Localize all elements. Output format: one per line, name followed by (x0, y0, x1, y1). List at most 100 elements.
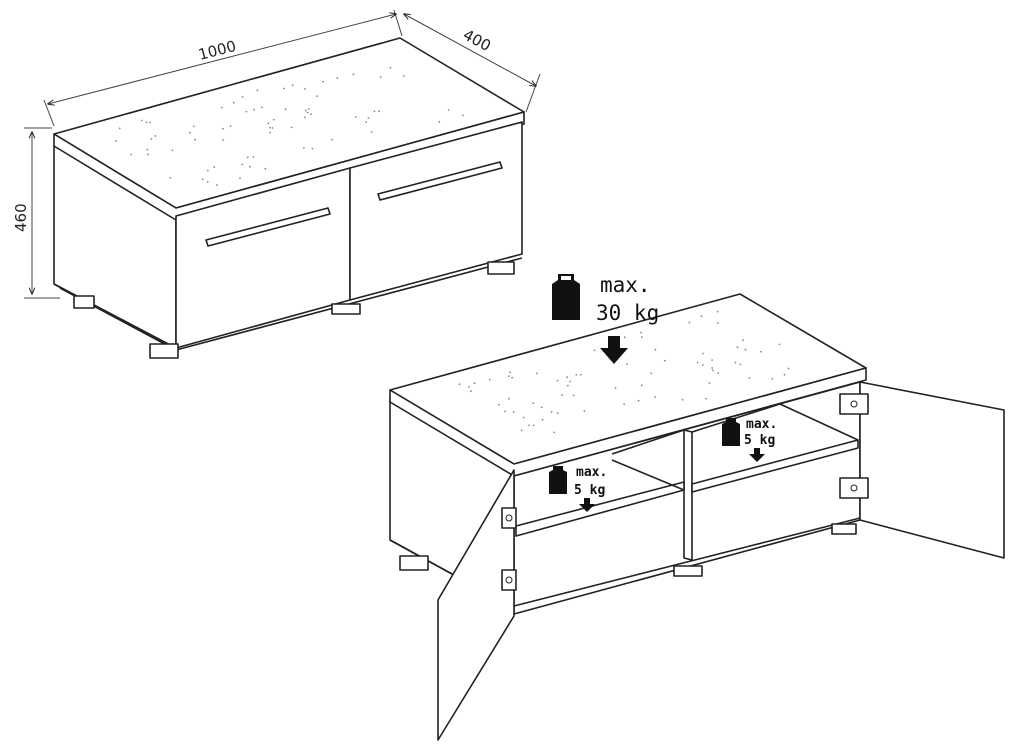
texture-dot (246, 156, 249, 159)
open-bench-foot (831, 523, 857, 535)
middle-divider (683, 429, 693, 561)
texture-dot (311, 147, 314, 150)
top-load-line1: max. (600, 273, 651, 297)
texture-dot (290, 126, 293, 129)
texture-dot (504, 410, 506, 413)
bench-top-edge (53, 111, 525, 221)
texture-dot (702, 352, 704, 355)
texture-dot (249, 165, 251, 168)
shelf-right-load-label: max. 5 kg (722, 417, 777, 462)
texture-dot (566, 376, 569, 379)
texture-dot (201, 178, 204, 181)
texture-dot (253, 108, 255, 111)
texture-dot (708, 382, 711, 384)
texture-dot (304, 116, 306, 119)
texture-dot (378, 110, 380, 113)
texture-dot (717, 372, 719, 374)
open-bench-foot (673, 565, 703, 577)
texture-dot (748, 377, 751, 379)
bench-foot (487, 261, 515, 275)
texture-dot (553, 431, 555, 434)
texture-dot (771, 377, 774, 380)
texture-dot (736, 346, 739, 349)
texture-dot (511, 376, 513, 379)
texture-dot (307, 108, 310, 110)
bench-foot (73, 295, 95, 309)
texture-dot (207, 169, 209, 172)
texture-dot (118, 127, 121, 130)
texture-dot (760, 350, 762, 353)
texture-dot (354, 116, 357, 118)
texture-dot (252, 156, 255, 158)
open-bench-top-edge (389, 367, 867, 477)
texture-dot (540, 406, 543, 409)
texture-dot (447, 109, 450, 111)
texture-dot (473, 382, 476, 385)
texture-dot (711, 359, 713, 361)
hinge-icon (501, 569, 517, 591)
texture-dot (149, 121, 151, 124)
texture-dot (304, 88, 306, 90)
texture-dot (367, 117, 370, 119)
dimension-depth-label: 400 (460, 26, 494, 55)
texture-dot (522, 416, 525, 419)
texture-dot (291, 84, 294, 87)
texture-dot (556, 379, 559, 382)
texture-dot (331, 138, 333, 141)
texture-dot (189, 131, 191, 134)
texture-dot (365, 121, 367, 123)
texture-dot (222, 127, 225, 130)
texture-dot (528, 424, 530, 427)
weight-icon (552, 274, 580, 320)
texture-dot (256, 89, 259, 92)
weight-icon (549, 466, 567, 494)
shelf-right-load-line1: max. (746, 417, 777, 432)
arrow-down-icon (600, 336, 628, 364)
texture-dot (702, 364, 704, 366)
texture-dot (787, 367, 790, 370)
texture-dot (623, 403, 625, 406)
texture-dot (264, 167, 267, 170)
texture-dot (389, 66, 392, 69)
texture-dot (783, 373, 786, 376)
texture-dot (146, 148, 149, 151)
texture-dot (241, 163, 244, 166)
shelf-right-load-line2: 5 kg (744, 433, 775, 448)
top-texture (115, 66, 464, 187)
texture-dot (509, 371, 511, 374)
texture-dot (269, 126, 271, 129)
texture-dot (508, 397, 510, 400)
door-handle (205, 207, 331, 247)
texture-dot (213, 166, 216, 169)
shelf-right (691, 439, 859, 493)
open-bench-foot (399, 555, 429, 571)
texture-dot (654, 348, 657, 351)
texture-dot (663, 359, 666, 362)
texture-dot (303, 147, 305, 149)
texture-dot (310, 113, 312, 115)
shelf-left-load-line1: max. (576, 465, 607, 480)
texture-dot (641, 336, 643, 338)
texture-dot (145, 121, 148, 124)
texture-dot (206, 181, 209, 184)
texture-dot (150, 138, 153, 140)
shelf-left-load-line2: 5 kg (574, 483, 605, 498)
texture-dot (532, 402, 535, 404)
texture-dot (712, 369, 714, 372)
texture-dot (583, 410, 586, 413)
texture-dot (215, 184, 218, 187)
texture-dot (744, 348, 747, 351)
texture-dot (169, 176, 172, 179)
texture-dot (370, 131, 373, 133)
texture-dot (241, 96, 244, 98)
texture-dot (322, 80, 324, 83)
texture-dot (711, 367, 714, 369)
texture-dot (696, 361, 699, 364)
texture-dot (569, 380, 572, 383)
texture-dot (229, 125, 232, 127)
texture-dot (681, 398, 684, 401)
hinge-icon (839, 393, 869, 415)
texture-dot (154, 135, 157, 137)
texture-dot (734, 361, 737, 364)
